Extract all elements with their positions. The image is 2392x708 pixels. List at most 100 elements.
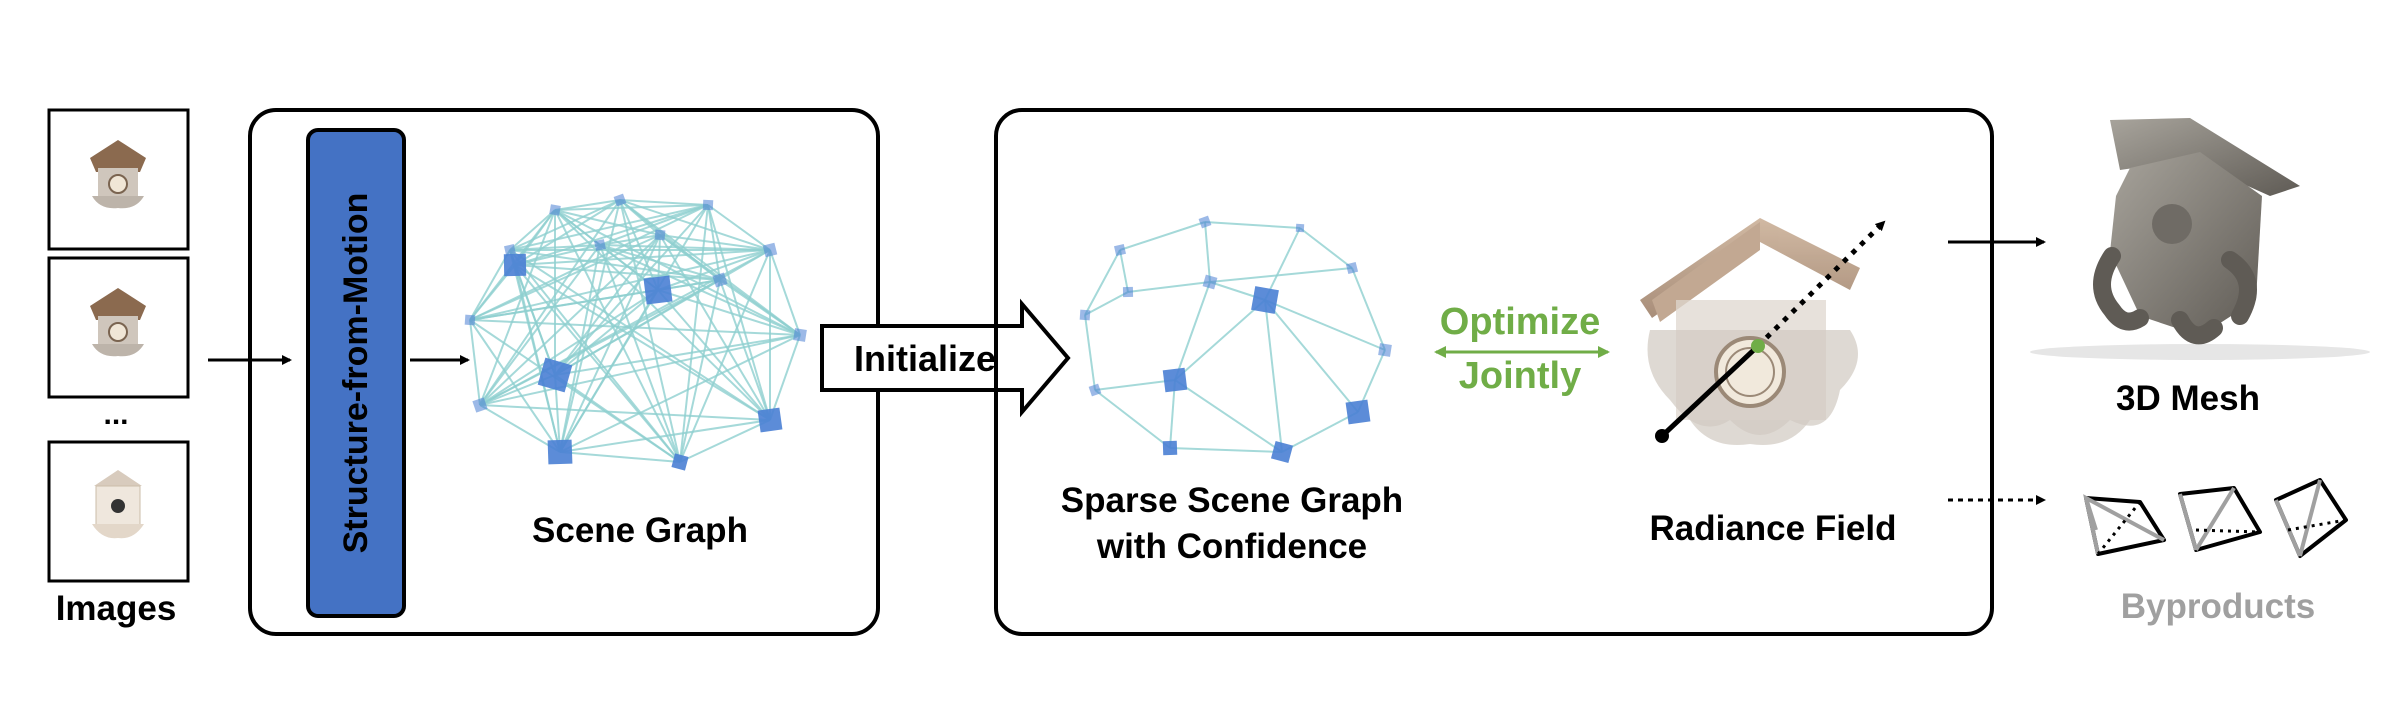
sparse-scene-graph-camera [1345,261,1359,275]
sparse-scene-graph-camera [1114,244,1126,256]
scene-graph-camera [547,439,573,465]
sparse-scene-graph-edge [1351,267,1386,351]
scene-graph-edge [769,249,801,336]
sparse-scene-graph-edge [1264,227,1301,301]
ray-line-dotted [1756,220,1886,348]
input-images: ... Images [47,108,190,628]
scene-graph-edge [659,234,771,251]
scene-graph-edge [554,204,709,211]
sparse-scene-graph-camera [1079,309,1091,321]
scene-graph-edge [599,204,709,246]
scene-graph-edge [479,334,801,406]
scene-graph-edge [554,374,681,463]
scene-graph-edge [554,209,601,246]
mesh-object [2030,118,2370,360]
sparse-scene-graph-edge [1299,227,1353,269]
scene-graph-edge [479,199,621,406]
scene-graph-edge [514,264,556,376]
sparse-scene-graph-camera [1162,440,1178,456]
optimize-label-line2: Jointly [1459,355,1581,397]
scene-graph-edge [657,289,771,421]
scene-graph-edge [559,451,681,463]
scene-graph-edge [619,199,661,236]
images-label: Images [56,589,177,628]
scene-graph-edge [554,209,801,336]
optimize-label-line1: Optimize [1440,301,1600,343]
byproducts-label: Byproducts [2121,587,2315,626]
camera-pose-icon [2083,494,2166,556]
cuckoo-clock-photo-icon [47,108,190,251]
scene-graph-edge [554,209,681,463]
sparse-scene-graph-edge [1174,379,1283,453]
scene-graph-edge [469,234,661,321]
sparse-scene-graph-camera [1198,215,1212,229]
scene-graph-camera [712,272,728,288]
scene-graph-edge [554,289,659,376]
scene-graph-edge [559,244,601,453]
scene-graph-edge [514,264,681,463]
scene-graph-edge [509,249,771,421]
sfm-block [306,128,406,618]
sparse-scene-graph-edge [1204,221,1211,283]
sparse-graph-label-line1: Sparse Scene Graph [1061,481,1403,520]
sparse-scene-graph-edge [1169,447,1283,453]
scene-graph-edge [707,204,771,421]
sparse-scene-graph-edge [1281,411,1359,453]
sparse-scene-graph-edge [1084,314,1096,391]
scene-graph-edge [554,204,709,376]
sparse-scene-graph [1079,215,1392,464]
camera-pose-icon [2178,486,2262,552]
scene-graph-edge [559,419,771,453]
scene-graph-edge [599,244,681,463]
scene-graph-edge [479,289,659,406]
scene-graph-edge [554,334,801,376]
sparse-scene-graph-camera [1378,343,1392,357]
sparse-scene-graph-edge [1127,281,1211,293]
sparse-scene-graph-edge [1204,221,1301,229]
scene-graph [464,193,807,471]
scene-graph-edge [719,279,771,421]
scene-graph-camera [643,275,673,305]
sparse-scene-graph-edge [1174,299,1266,381]
mesh-label: 3D Mesh [2116,379,2260,418]
sparse-scene-graph-camera [1202,274,1218,290]
cuckoo-clock-photo-icon [47,256,190,399]
sparse-scene-graph-edge [1264,299,1283,453]
sparse-scene-graph-camera [1251,286,1279,314]
ray-sample-point [1751,339,1765,353]
scene-graph-edge [479,209,556,406]
scene-graph-camera [472,397,488,413]
sparse-scene-graph-edge [1119,221,1206,251]
scene-graph-label: Scene Graph [532,511,748,550]
scene-graph-camera [537,357,573,393]
scene-graph-edge [679,279,721,463]
sparse-scene-graph-edges [1084,221,1386,453]
scene-graph-edge [679,249,771,463]
byproducts-cameras [2083,478,2348,558]
scene-graph-camera [504,244,516,256]
optimization-panel [994,108,1994,636]
sparse-scene-graph-cameras [1079,215,1392,464]
scene-graph-edge [514,244,601,266]
sparse-scene-graph-edge [1094,379,1176,391]
radiance-field-label: Radiance Field [1649,509,1896,548]
sparse-scene-graph-edge [1094,389,1171,449]
scene-graph-edge [554,279,721,376]
scene-graph-camera [613,193,627,207]
scene-graph-edge [659,234,721,281]
scene-graph-edge [469,249,771,321]
scene-graph-edge [554,199,621,211]
sparse-scene-graph-camera [1345,399,1371,425]
cuckoo-clock-white-photo-icon [47,440,190,583]
sparse-scene-graph-edge [1264,299,1359,413]
scene-graph-edge [479,279,721,406]
scene-graph-edge [554,209,661,236]
scene-graph-edge [769,334,801,421]
sparse-scene-graph-edge [1174,281,1211,381]
scene-graph-camera [757,407,783,433]
scene-graph-edge [479,404,771,421]
scene-graph-edge [679,419,771,463]
sparse-scene-graph-edge [1084,249,1121,316]
scene-graph-camera [594,239,606,251]
